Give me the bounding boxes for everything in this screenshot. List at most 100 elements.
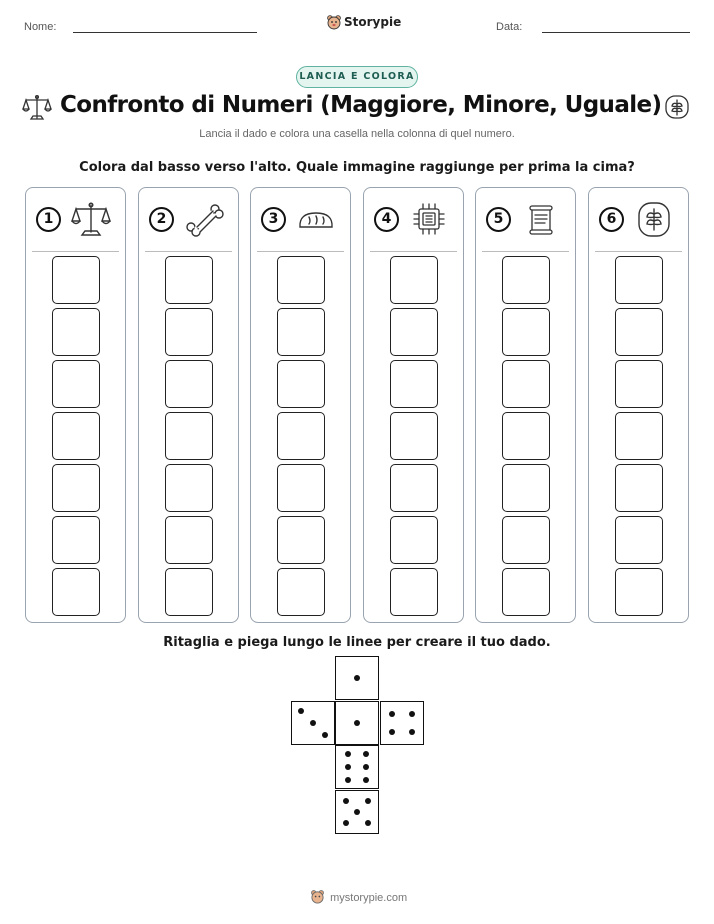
color-box[interactable] [52,516,100,564]
column-divider [32,251,119,252]
die-face [335,745,379,789]
color-box[interactable] [615,308,663,356]
color-box[interactable] [390,360,438,408]
color-box[interactable] [615,256,663,304]
color-box[interactable] [502,360,550,408]
number-column-6: 6 [588,187,689,623]
column-number: 2 [149,207,174,232]
color-box[interactable] [52,412,100,460]
color-box[interactable] [165,360,213,408]
column-number: 3 [261,207,286,232]
microchip-icon [408,201,450,239]
color-box[interactable] [52,464,100,512]
die-face [380,701,424,745]
color-box[interactable] [390,516,438,564]
color-box[interactable] [390,568,438,616]
number-column-5: 5 [475,187,576,623]
color-box[interactable] [277,464,325,512]
color-box[interactable] [165,308,213,356]
color-box[interactable] [165,256,213,304]
column-number: 4 [374,207,399,232]
color-box[interactable] [165,568,213,616]
column-header: 5 [476,188,575,252]
column-divider [145,251,232,252]
balance-scale-icon [70,201,112,239]
color-box[interactable] [502,464,550,512]
subtitle: Lancia il dado e colora una casella nell… [199,128,515,140]
die-face [335,790,379,834]
color-box[interactable] [165,412,213,460]
color-box[interactable] [52,308,100,356]
date-line[interactable] [542,32,690,33]
die-pip [389,728,396,735]
color-box[interactable] [615,568,663,616]
bone-icon [183,201,225,239]
color-box[interactable] [502,412,550,460]
die-pip [345,764,352,770]
column-number: 1 [36,207,61,232]
die-pip [310,720,316,726]
brand-name: Storypie [344,15,402,29]
color-box[interactable] [390,308,438,356]
color-box[interactable] [615,464,663,512]
die-pip [362,750,369,757]
number-column-1: 1 [25,187,126,623]
die-face [291,701,335,745]
die-pip [322,732,329,739]
color-box[interactable] [277,256,325,304]
leaf-emblem-icon [664,94,690,120]
die-pip [345,750,352,757]
color-box[interactable] [615,412,663,460]
color-box[interactable] [277,516,325,564]
color-box[interactable] [277,412,325,460]
color-box[interactable] [165,464,213,512]
color-box[interactable] [502,516,550,564]
column-header: 4 [364,188,463,252]
name-label: Nome: [24,21,57,33]
color-box[interactable] [615,516,663,564]
color-box[interactable] [277,360,325,408]
bread-icon [295,201,337,239]
die-pip [362,777,369,784]
color-box[interactable] [165,516,213,564]
color-box[interactable] [390,412,438,460]
column-header: 2 [139,188,238,252]
storypie-logo-icon [310,889,325,904]
date-label: Data: [496,21,523,33]
column-divider [257,251,344,252]
die-pip [408,728,415,735]
color-box[interactable] [615,360,663,408]
die-face [335,701,379,745]
color-box[interactable] [52,360,100,408]
color-box[interactable] [390,464,438,512]
die-pip [362,764,369,770]
die-pip [343,798,349,804]
die-pip [365,798,371,804]
column-header: 1 [26,188,125,252]
color-box[interactable] [502,308,550,356]
number-column-2: 2 [138,187,239,623]
column-number: 5 [486,207,511,232]
name-line[interactable] [73,32,257,33]
footer: mystorypie.com [310,886,407,905]
color-box[interactable] [502,256,550,304]
activity-badge: LANCIA E COLORA [296,66,418,88]
number-column-4: 4 [363,187,464,623]
column-divider [595,251,682,252]
storypie-logo-icon [326,14,342,30]
column-number: 6 [599,207,624,232]
color-box[interactable] [502,568,550,616]
color-box[interactable] [277,568,325,616]
column-header: 6 [589,188,688,252]
page-title: Confronto di Numeri (Maggiore, Minore, U… [60,92,662,118]
coloring-instruction: Colora dal basso verso l'alto. Quale imm… [79,160,635,175]
die-pip [343,820,349,826]
die-instruction: Ritaglia e piega lungo le linee per crea… [163,635,551,650]
color-box[interactable] [52,256,100,304]
column-header: 3 [251,188,350,252]
die-pip [408,711,415,718]
color-box[interactable] [52,568,100,616]
color-box[interactable] [390,256,438,304]
die-pip [354,675,360,681]
color-box[interactable] [277,308,325,356]
